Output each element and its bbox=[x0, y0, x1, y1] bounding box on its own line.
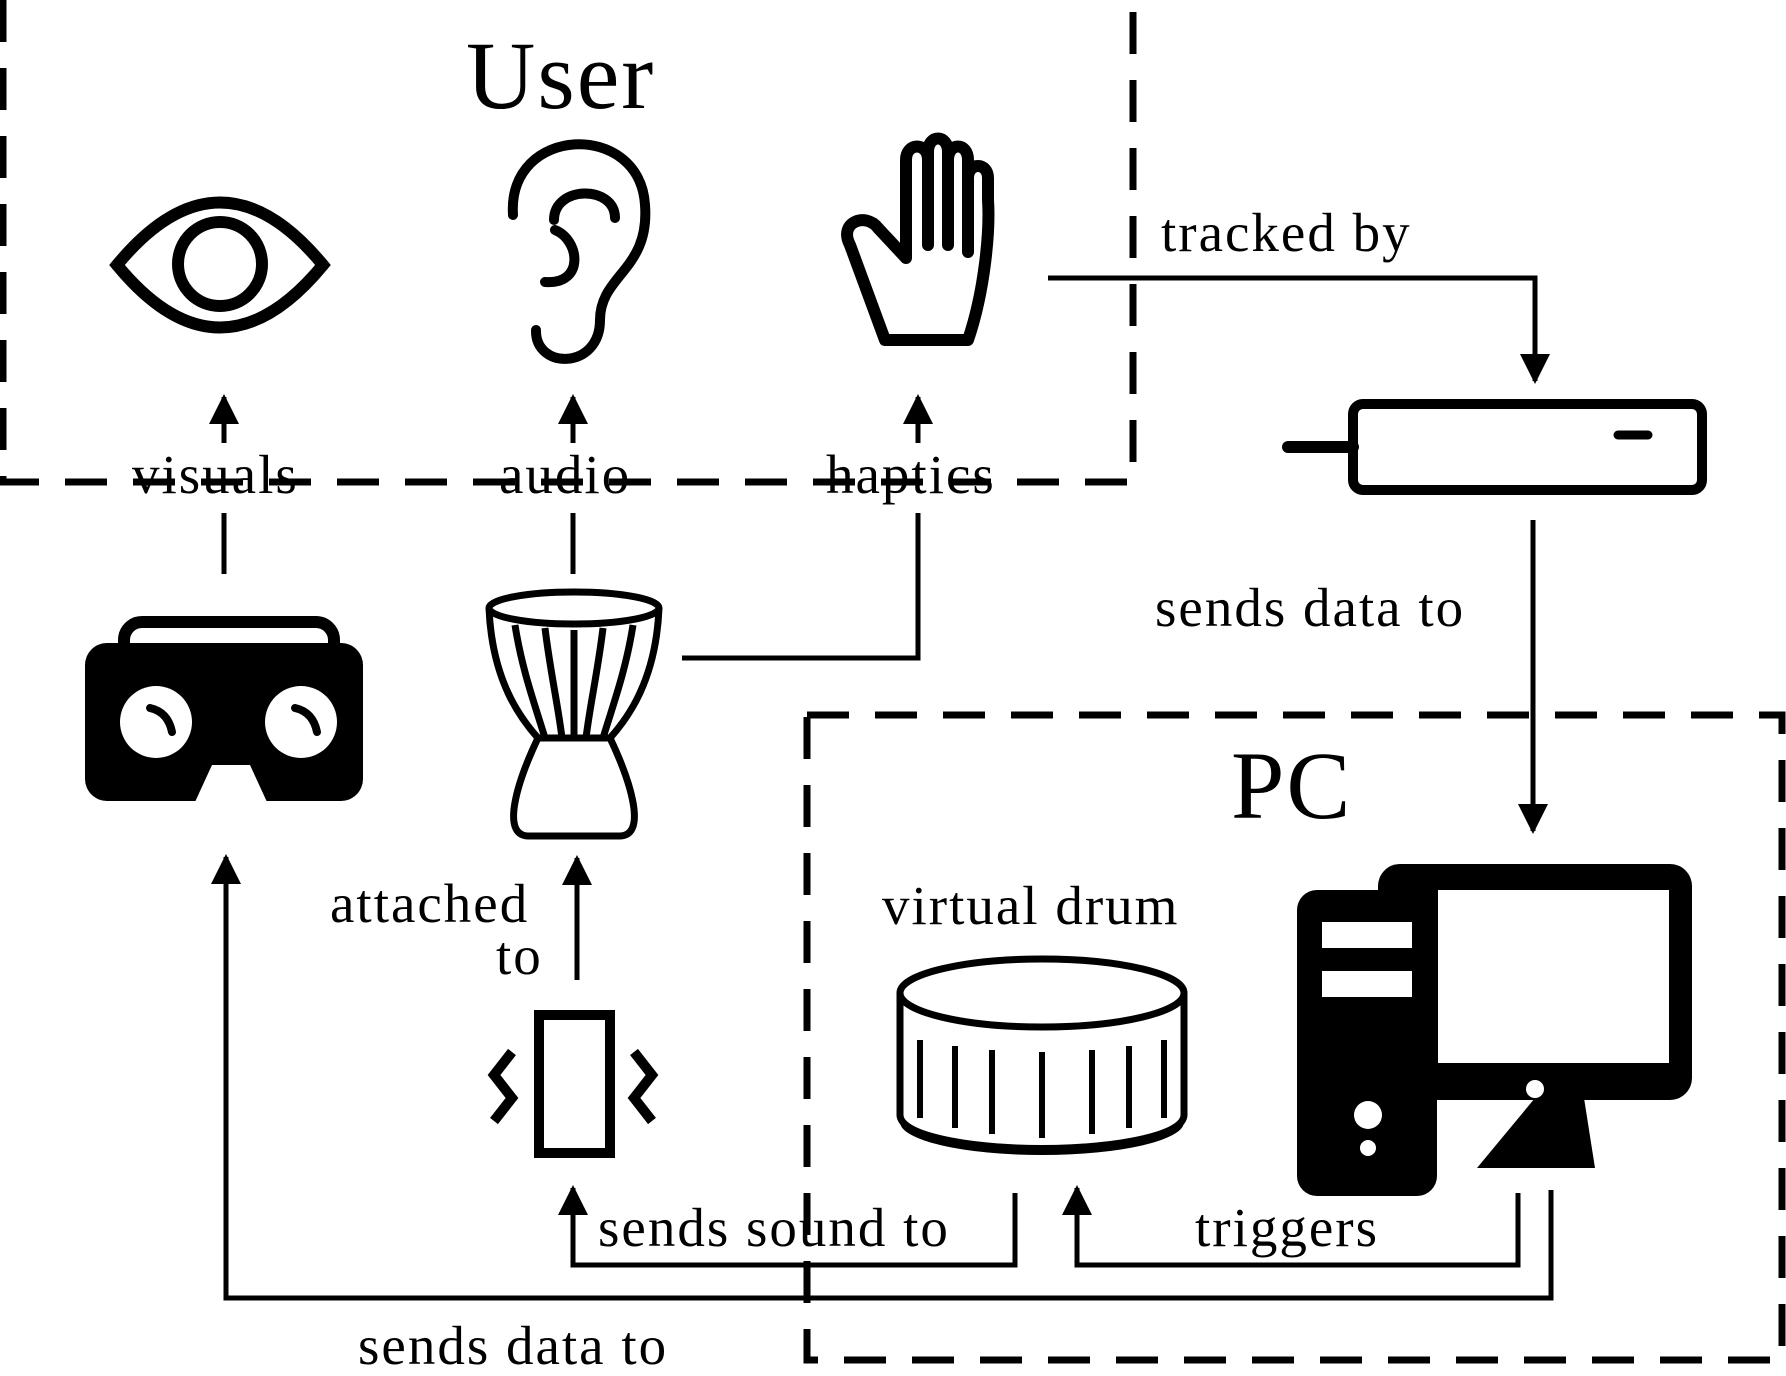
tracker-sensor-icon bbox=[1282, 399, 1707, 495]
edge-sends-sound-to bbox=[558, 1185, 1018, 1268]
edge-tracked-by bbox=[1048, 275, 1550, 384]
edge-haptics bbox=[682, 397, 918, 661]
edge-sends-data-to-headset bbox=[211, 854, 1554, 1301]
label-virtual-drum: virtual drum bbox=[882, 875, 1180, 936]
hand-icon bbox=[841, 132, 995, 346]
label-sends-data-to-pc: sends data to bbox=[1155, 577, 1466, 638]
label-triggers: triggers bbox=[1195, 1197, 1380, 1258]
desktop-pc-icon bbox=[1297, 864, 1692, 1196]
label-audio: audio bbox=[499, 444, 632, 505]
ear-icon bbox=[507, 139, 651, 364]
vr-headset-icon bbox=[85, 616, 363, 802]
user-group-title: User bbox=[466, 22, 656, 129]
label-attached: attached bbox=[330, 873, 530, 934]
user-group-box bbox=[0, 0, 1137, 486]
eye-icon bbox=[109, 196, 331, 334]
edge-triggers bbox=[1062, 1185, 1521, 1268]
label-sends-sound-to: sends sound to bbox=[598, 1197, 950, 1258]
label-attached-to: to bbox=[496, 925, 543, 986]
label-visuals: visuals bbox=[132, 444, 299, 505]
label-tracked-by: tracked by bbox=[1161, 202, 1412, 263]
virtual-drum-icon bbox=[896, 955, 1188, 1155]
pc-group-title: PC bbox=[1231, 732, 1353, 839]
label-haptics: haptics bbox=[826, 444, 996, 505]
label-sends-data-to-headset: sends data to bbox=[358, 1315, 669, 1376]
vibration-actuator-icon bbox=[487, 1010, 659, 1158]
djembe-drum-icon bbox=[485, 588, 663, 840]
pc-group-box bbox=[803, 711, 1786, 1364]
